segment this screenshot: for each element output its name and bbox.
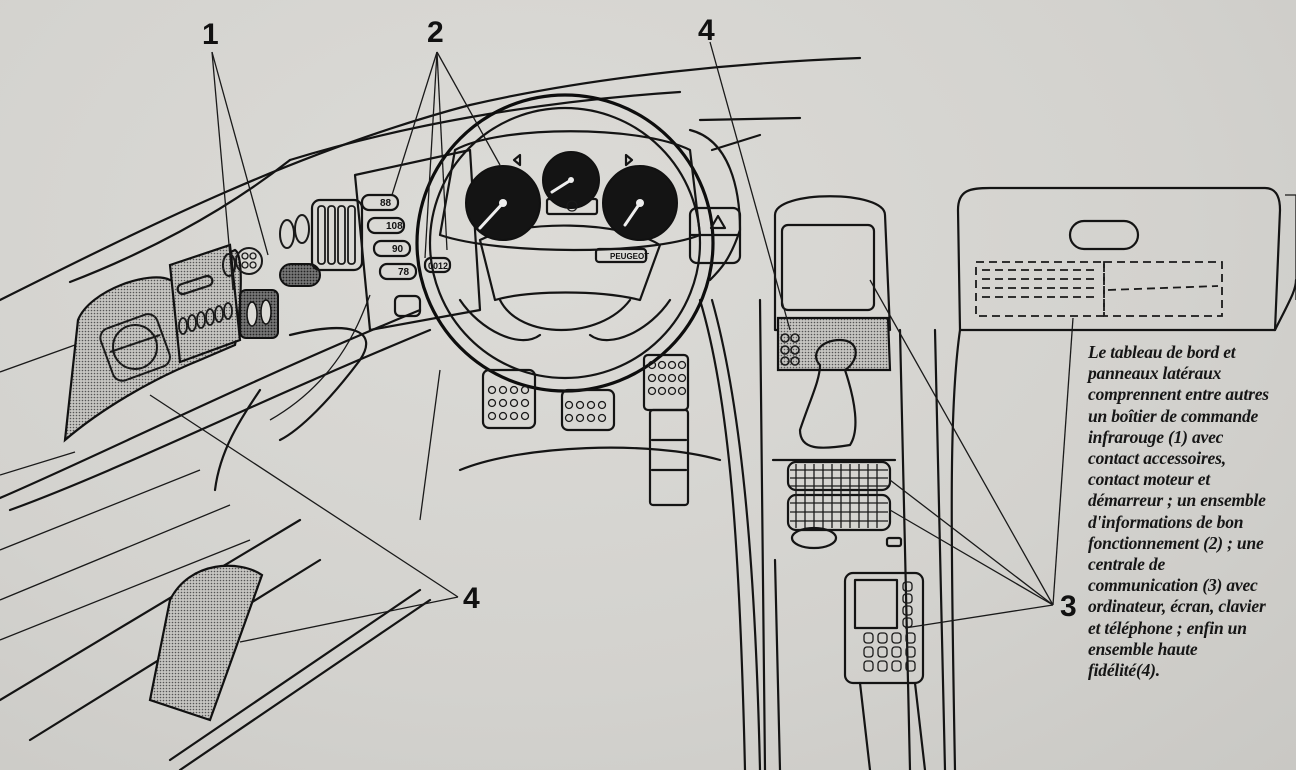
pedal-grip-dot — [564, 400, 574, 410]
phone-side-key — [902, 593, 913, 604]
brand-badge: PEUGEOT — [610, 252, 649, 261]
pedal-grip-dot — [647, 386, 657, 396]
dashboard-outline — [0, 56, 862, 770]
phone-key — [877, 646, 888, 658]
display-readout: 108 — [386, 221, 403, 232]
caption-line: ordinateur, écran, clavier — [1088, 596, 1266, 617]
pedal-grip-dot — [487, 398, 497, 408]
pedal-grip-dot — [509, 411, 519, 421]
caption-line: infrarouge (1) avec — [1088, 426, 1224, 447]
phone-key — [863, 646, 874, 658]
left-info-display — [353, 148, 482, 332]
right-control-pod — [688, 116, 802, 282]
glovebox — [950, 186, 1296, 770]
pedal-grip-dot — [564, 413, 574, 423]
pedal-grip-dot — [498, 385, 508, 395]
caption-line: communication (3) avec — [1088, 575, 1258, 596]
pedal-grip-dot — [509, 398, 519, 408]
display-readout: 78 — [398, 267, 410, 278]
pedal-grip-dot — [487, 411, 497, 421]
pedal-grip-dot — [520, 411, 530, 421]
infrared-control-unit — [222, 214, 321, 339]
pedal-grip-dot — [677, 386, 687, 396]
clock-readout: 0012 — [428, 261, 448, 271]
pedal-grip-dot — [647, 373, 657, 383]
pedal-grip-dot — [586, 400, 596, 410]
caption-line: contact moteur et — [1088, 469, 1211, 490]
callout-4-top: 4 — [698, 14, 715, 47]
pedal-grip-dot — [520, 385, 530, 395]
caption-line: un boîtier de commande — [1088, 405, 1259, 426]
pedal-grip-dot — [657, 386, 667, 396]
phone-key — [891, 632, 902, 644]
phone-key — [891, 660, 902, 672]
pedal-grip-dot — [498, 411, 508, 421]
caption-line: Le tableau de bord et — [1088, 342, 1236, 362]
caption-line: comprennent entre autres — [1088, 384, 1269, 405]
pedal-grip-dot — [487, 385, 497, 395]
left-hifi-panel — [63, 243, 264, 722]
phone-side-key — [902, 581, 913, 592]
caption-line: fonctionnement (2) ; une — [1088, 532, 1264, 553]
phone-key — [905, 632, 916, 644]
caption-line: contact accessoires, — [1088, 448, 1226, 469]
pedal-grip-dot — [575, 400, 585, 410]
pedal-grip-dot — [667, 360, 677, 370]
caption-line: fidélité(4). — [1088, 660, 1160, 681]
phone-key — [905, 646, 916, 658]
pedal-grip-dot — [647, 360, 657, 370]
pedal-grip-dot — [597, 400, 607, 410]
pedal-grip-dot — [575, 413, 585, 423]
phone-key — [891, 646, 902, 658]
phone-key — [905, 660, 916, 672]
display-readout: 90 — [392, 244, 404, 255]
pedals — [419, 353, 722, 521]
pedal-grip-dot — [677, 360, 687, 370]
pedal-grip-dot — [597, 413, 607, 423]
pedal-grip-dot — [657, 373, 667, 383]
caption-line: ensemble haute — [1088, 638, 1198, 659]
callout-2: 2 — [427, 16, 444, 49]
phone-key — [877, 632, 888, 644]
caption-line: panneaux latéraux — [1088, 363, 1222, 384]
phone-key — [877, 660, 888, 672]
phone-side-key — [902, 605, 913, 616]
pedal-grip-dot — [586, 413, 596, 423]
pedal-grip-dot — [657, 360, 667, 370]
caption-line: démarreur ; un ensemble — [1088, 490, 1266, 511]
display-readout: 88 — [380, 198, 392, 209]
callout-3: 3 — [1060, 590, 1077, 623]
centre-console — [758, 195, 947, 770]
pedal-grip-dot — [667, 373, 677, 383]
caption-line: d'informations de bon — [1088, 511, 1244, 532]
left-vent — [310, 198, 364, 272]
callout-1: 1 — [202, 18, 219, 51]
pedal-grip-dot — [520, 398, 530, 408]
phone-key — [863, 660, 874, 672]
pedal-grip-dot — [498, 398, 508, 408]
pedal-grip-dot — [667, 386, 677, 396]
pedal-grip-dot — [677, 373, 687, 383]
callout-4-bottom: 4 — [463, 582, 480, 615]
phone-key — [863, 632, 874, 644]
caption-line: et téléphone ; enfin un — [1088, 617, 1247, 638]
instrument-cluster — [438, 130, 702, 252]
pedal-grip-dot — [509, 385, 519, 395]
callout-leaders — [149, 41, 1074, 643]
caption-line: centrale de — [1088, 554, 1166, 575]
